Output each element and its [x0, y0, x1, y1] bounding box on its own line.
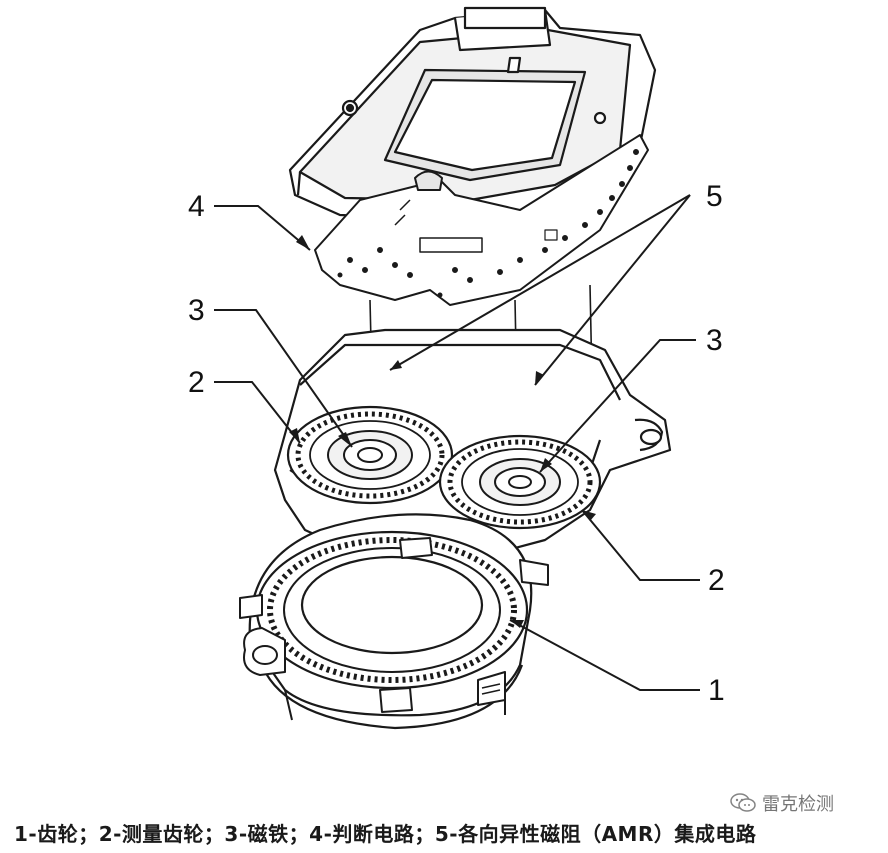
wechat-icon — [730, 793, 756, 812]
callout-5: 5 — [706, 180, 723, 213]
callout-4: 4 — [188, 190, 205, 223]
cover-housing — [288, 6, 657, 222]
callout-1: 1 — [708, 674, 725, 707]
callout-2-right: 2 — [708, 564, 725, 597]
callout-2-left: 2 — [188, 366, 205, 399]
leader-lines — [214, 194, 700, 691]
callout-3-right: 3 — [706, 324, 723, 357]
gear-ring — [239, 513, 549, 730]
measuring-gear-left — [286, 405, 454, 505]
measuring-gear-right — [438, 434, 602, 530]
leader-arrowheads — [289, 235, 596, 628]
callout-3-left: 3 — [188, 294, 205, 327]
watermark-text: 雷克检测 — [762, 794, 834, 815]
figure-caption: 1-齿轮；2-测量齿轮；3-磁铁；4-判断电路；5-各向异性磁阻（AMR）集成电… — [14, 822, 757, 846]
circuit-board — [314, 134, 649, 306]
watermark: 雷克检测 — [730, 790, 834, 816]
